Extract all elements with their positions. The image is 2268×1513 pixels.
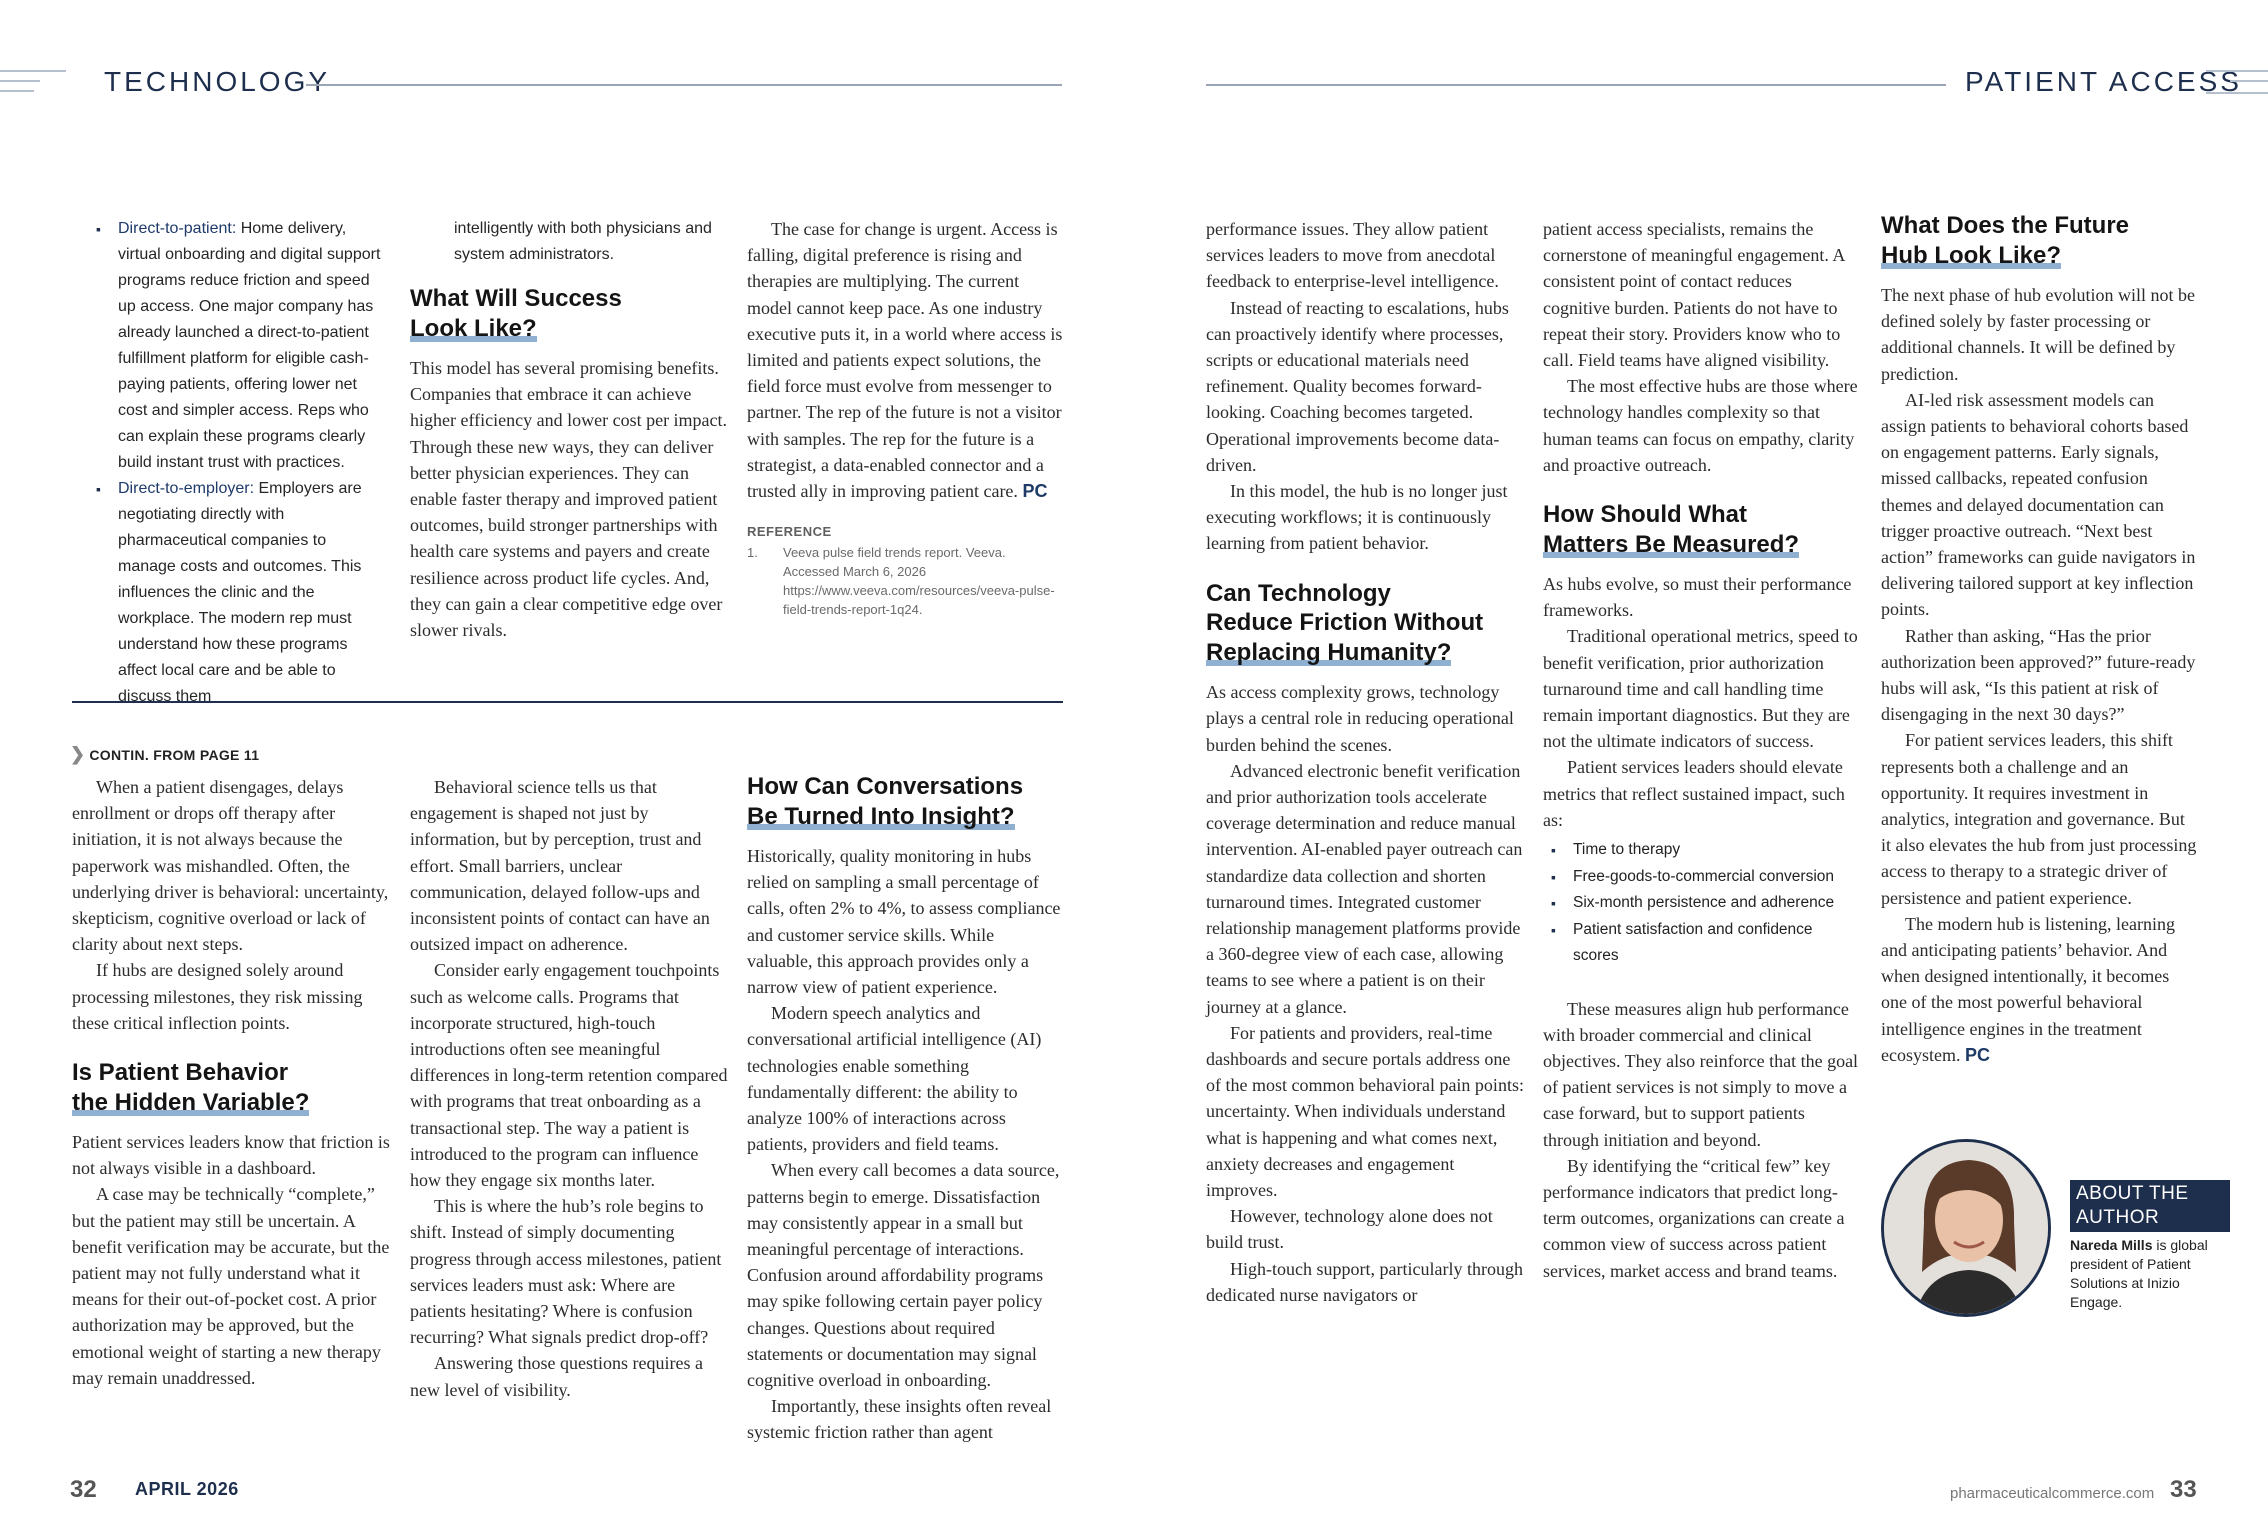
continued-from-label: ❯CONTIN. FROM PAGE 11	[70, 744, 260, 764]
page-number-left: 32	[70, 1476, 97, 1503]
heading-can-technology: Can Technology Reduce Friction Without R…	[1206, 579, 1484, 666]
heading-patient-behavior: Is Patient Behavior the Hidden Variable?	[72, 1059, 310, 1116]
pc-mark: PC	[1022, 481, 1048, 502]
metric-item: Time to therapy	[1543, 837, 1861, 864]
reference-item: 1. Veeva pulse field trends report. Veev…	[747, 545, 1055, 618]
metrics-list: Time to therapy Free-goods-to-commercial…	[1543, 837, 1861, 970]
right-col3: What Does the Future Hub Look Like? The …	[1881, 211, 2199, 1068]
header-rule-left	[306, 84, 1062, 86]
heading-how-measured: How Should What Matters Be Measured?	[1543, 501, 1800, 558]
metric-item: Patient satisfaction and confidence scor…	[1543, 917, 1861, 970]
chevron-right-icon: ❯	[70, 744, 86, 764]
success-paragraph: This model has several promising benefit…	[410, 358, 728, 641]
bottom-left-col2: Behavioral science tells us that engagem…	[410, 777, 728, 1400]
metric-item: Free-goods-to-commercial conversion	[1543, 864, 1861, 891]
closing-paragraph: The modern hub is listening, learning an…	[1881, 913, 2175, 1065]
issue-month: APRIL 2026	[135, 1479, 239, 1499]
header-deco-left-1	[0, 70, 66, 72]
section-label-technology: TECHNOLOGY	[104, 66, 331, 97]
bottom-left-col3: How Can Conversations Be Turned Into Ins…	[747, 772, 1063, 1446]
bullet-direct-to-patient: Direct-to-patient: Home delivery, virtua…	[88, 216, 388, 476]
header-deco-right-1	[2206, 70, 2268, 72]
bullet-direct-to-employer: Direct-to-employer: Employers are negoti…	[88, 476, 388, 710]
top-left-col2: intelligently with both physicians and s…	[410, 216, 728, 643]
right-col2: patient access specialists, remains the …	[1543, 216, 1861, 1284]
reference-title: REFERENCE	[747, 524, 832, 540]
about-label: ABOUT THE AUTHOR	[2070, 1180, 2230, 1232]
section-divider	[72, 701, 1063, 703]
header-deco-right-2	[2230, 80, 2268, 82]
heading-what-will-success: What Will Success Look Like?	[410, 285, 622, 342]
site-url: pharmaceuticalcommerce.com	[1950, 1485, 2155, 1502]
col2-continuation: intelligently with both physicians and s…	[454, 220, 712, 263]
pc-mark: PC	[1964, 1044, 1990, 1065]
heading-future-hub: What Does the Future Hub Look Like?	[1881, 212, 2130, 269]
page-number-right: 33	[2170, 1476, 2197, 1503]
header-deco-left-3	[0, 90, 34, 92]
urgent-paragraph: The case for change is urgent. Access is…	[747, 219, 1063, 502]
header-rule-right	[1206, 84, 1946, 86]
author-bio: Nareda Mills is global president of Pati…	[2070, 1237, 2208, 1310]
about-the-author: ABOUT THE AUTHOR Nareda Mills is global …	[2070, 1180, 2230, 1312]
right-col1: performance issues. They allow patient s…	[1206, 219, 1524, 1305]
section-label-patient-access: PATIENT ACCESS	[1965, 66, 2242, 97]
top-left-col1: Direct-to-patient: Home delivery, virtua…	[88, 216, 388, 710]
header-deco-left-2	[0, 80, 40, 82]
header-deco-right-3	[2206, 92, 2268, 94]
bottom-left-col1: When a patient disengages, delays enroll…	[72, 777, 390, 1388]
heading-conversations: How Can Conversations Be Turned Into Ins…	[747, 773, 1024, 830]
author-photo	[1881, 1139, 2051, 1317]
top-left-col3: The case for change is urgent. Access is…	[747, 216, 1063, 619]
metric-item: Six-month persistence and adherence	[1543, 890, 1861, 917]
